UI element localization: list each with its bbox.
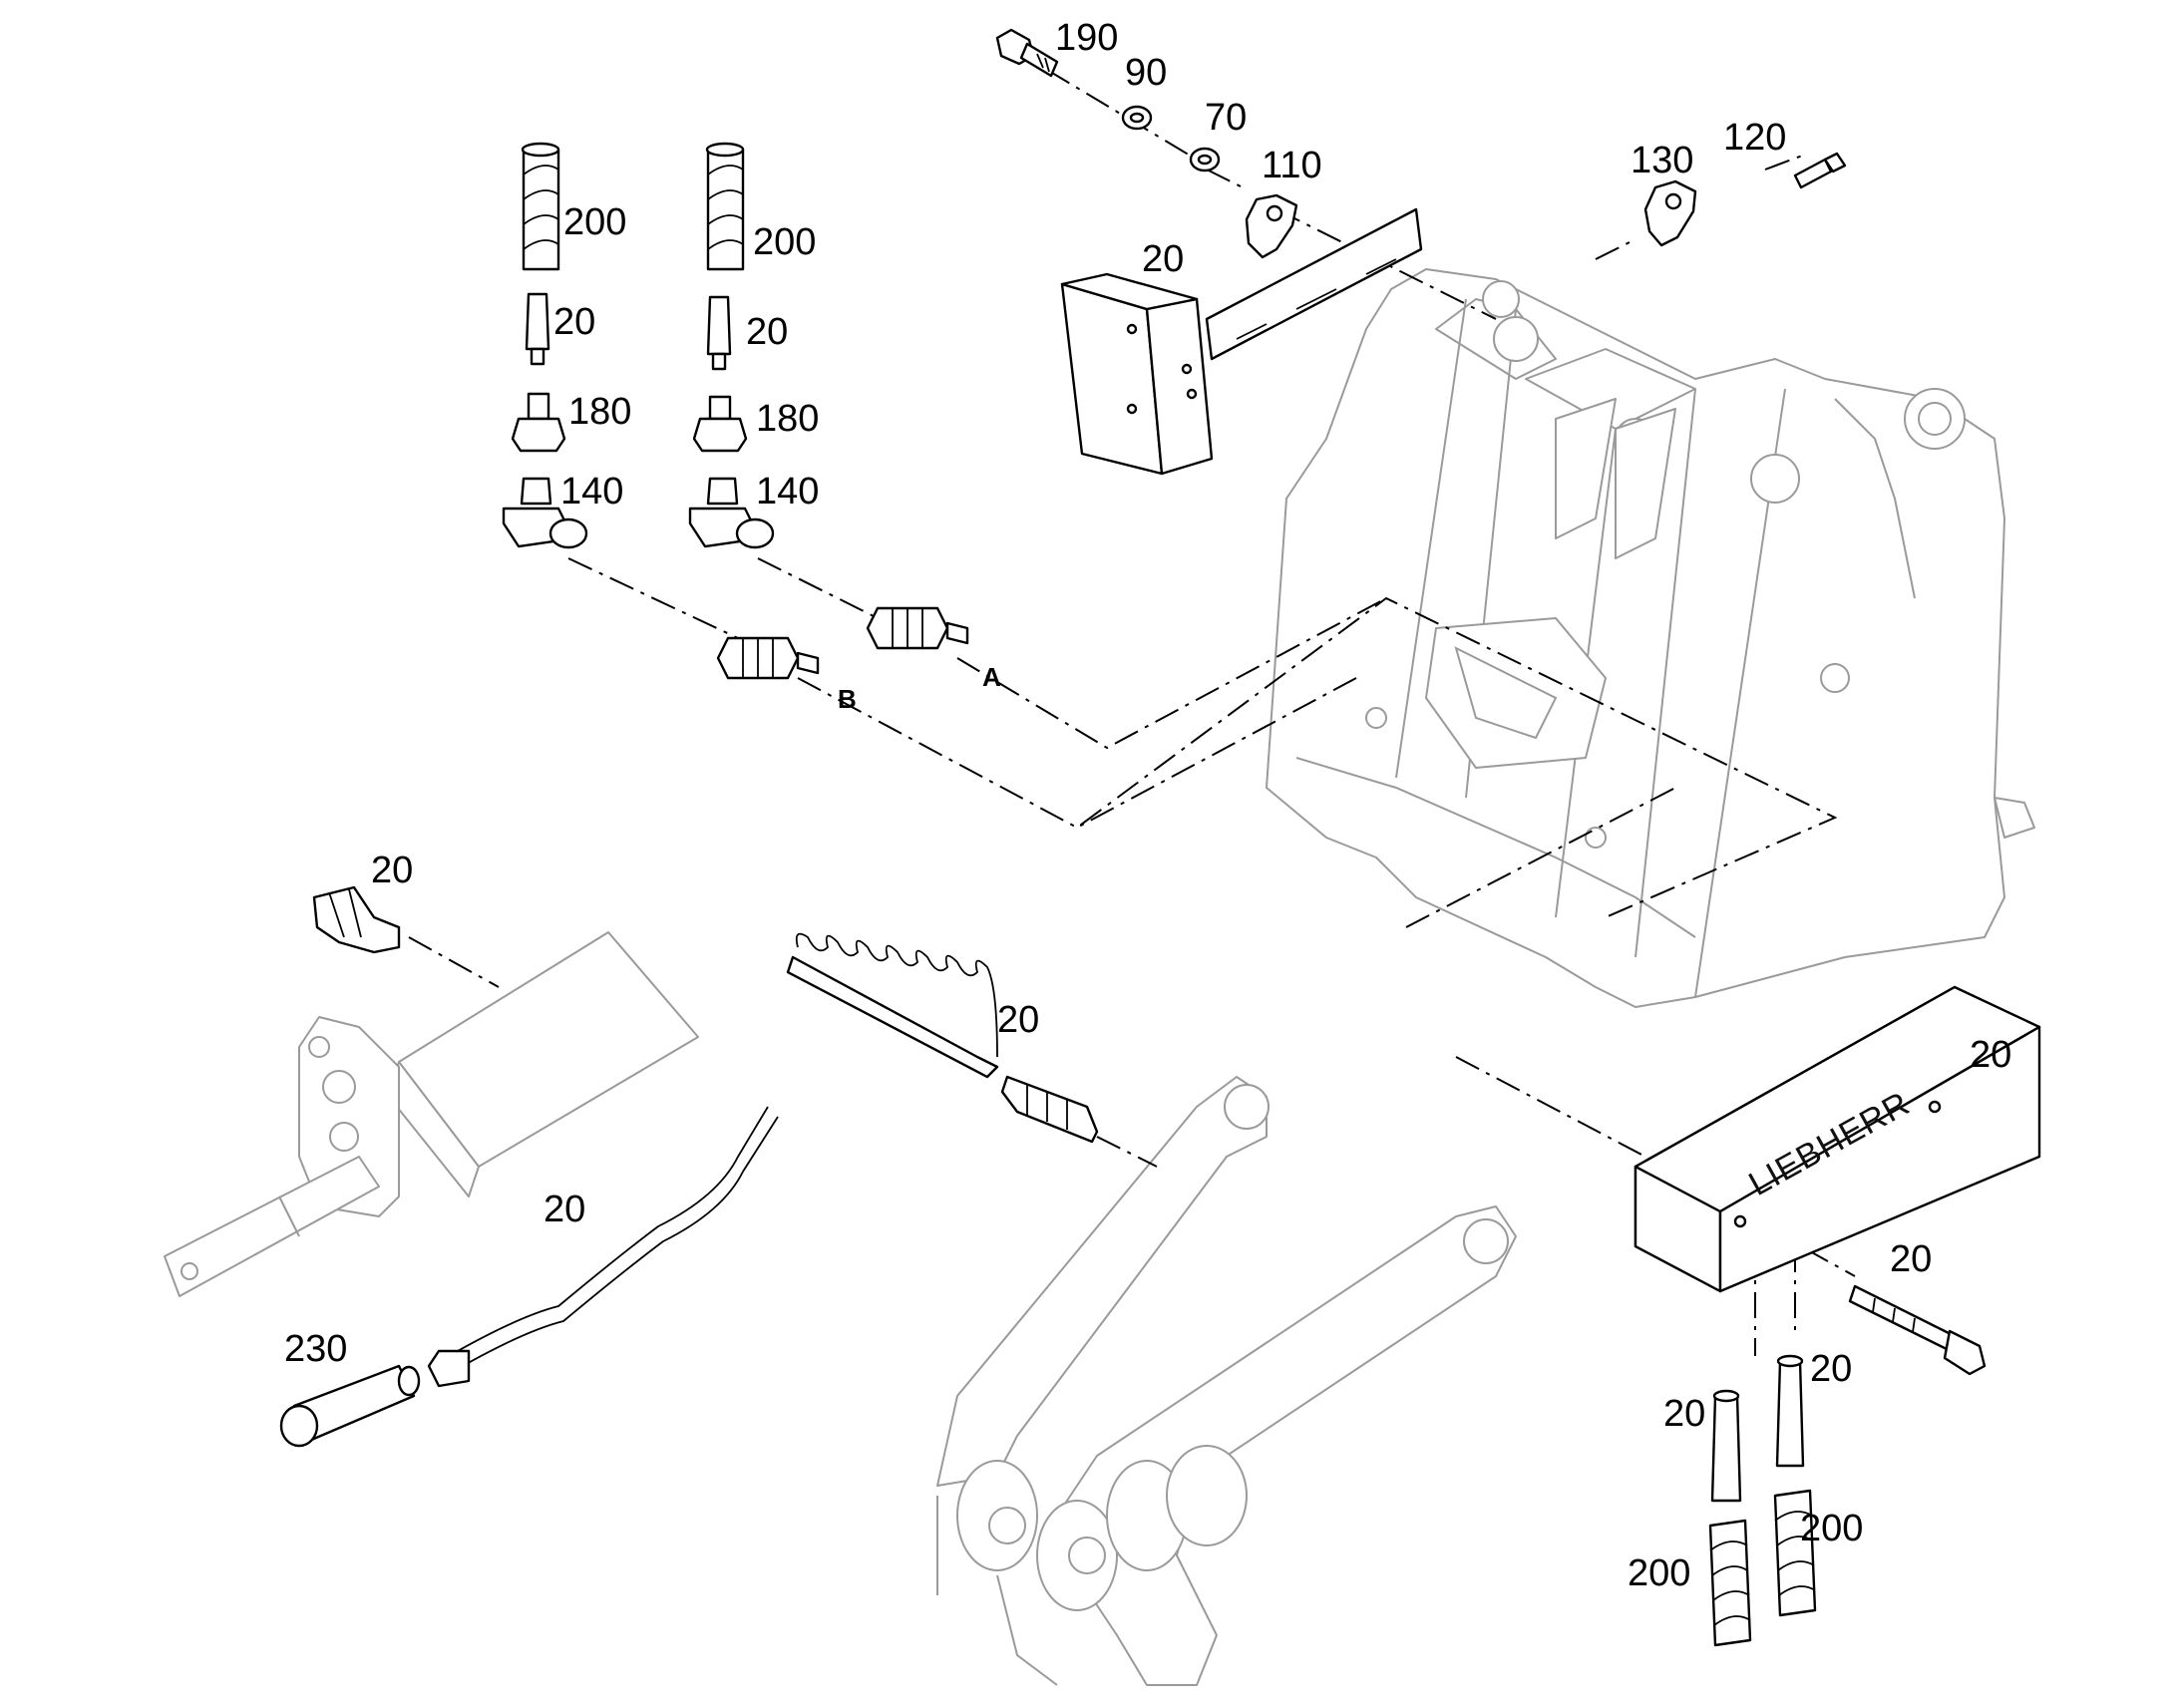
label-20-bracket: 20 (1142, 238, 1184, 280)
label-20-cable: 20 (544, 1189, 585, 1230)
part-labels: 190 90 70 110 20 130 120 200 200 20 20 1… (284, 17, 2011, 1594)
label-20-bolt: 20 (1890, 1238, 1932, 1280)
pin-20-a (525, 292, 550, 366)
label-200-c: 200 (1628, 1552, 1690, 1594)
fitting-180-b (692, 395, 748, 453)
label-90: 90 (1125, 52, 1167, 94)
label-140-a: 140 (560, 471, 623, 512)
label-20-bushing-left: 20 (1663, 1393, 1705, 1435)
pin-20-spring (1000, 1075, 1099, 1144)
label-230: 230 (284, 1328, 347, 1370)
tool-bracket (164, 931, 699, 1297)
spiral-guard-200-d (1773, 1489, 1817, 1617)
label-20-bushing-right: 20 (1810, 1348, 1852, 1390)
label-20-fitting: 20 (371, 850, 413, 891)
cable-20 (427, 1106, 779, 1388)
label-B: B (838, 684, 857, 714)
sleeve-230 (279, 1364, 421, 1448)
label-200-b: 200 (753, 221, 816, 263)
mounting-bracket-20 (1060, 207, 1423, 476)
clamp-110 (1245, 193, 1298, 259)
lift-arm (936, 1076, 1517, 1686)
label-110: 110 (1262, 145, 1322, 186)
bushing-20-right (1775, 1354, 1805, 1468)
tee-140-b (688, 477, 775, 549)
label-200-a: 200 (563, 201, 626, 243)
leader-lines (408, 69, 1856, 1356)
label-20-spring: 20 (997, 999, 1039, 1041)
pin-20-b (706, 295, 732, 371)
label-20-pin-a: 20 (553, 301, 595, 343)
label-20-pin-b: 20 (746, 311, 788, 353)
fitting-180-a (511, 392, 566, 453)
coupling-a (866, 606, 969, 650)
counterweight-block: LIEBHERR (1634, 985, 2041, 1293)
coupling-b (716, 636, 820, 680)
label-180-a: 180 (568, 391, 631, 433)
label-120: 120 (1723, 117, 1786, 159)
spiral-guard-200-b (705, 142, 745, 271)
spring-20 (786, 932, 999, 1079)
loader-frame (1266, 268, 2035, 1008)
spiral-guard-200-c (1708, 1519, 1752, 1647)
label-20-weight: 20 (1970, 1034, 2011, 1076)
tee-140-a (502, 477, 588, 549)
label-140-b: 140 (756, 471, 819, 512)
label-A: A (982, 662, 1001, 692)
spiral-guard-200-a (521, 142, 560, 271)
fitting-20-left (312, 885, 401, 954)
label-130: 130 (1631, 140, 1693, 181)
label-70: 70 (1205, 97, 1247, 139)
bushing-20-left (1710, 1389, 1742, 1503)
bolt-20-right (1848, 1284, 1987, 1376)
label-200-d: 200 (1800, 1508, 1863, 1549)
label-190: 190 (1055, 17, 1118, 59)
label-180-b: 180 (756, 398, 819, 440)
screw-120 (1793, 152, 1847, 189)
bolt-190 (995, 28, 1059, 78)
clamp-130 (1643, 179, 1697, 247)
